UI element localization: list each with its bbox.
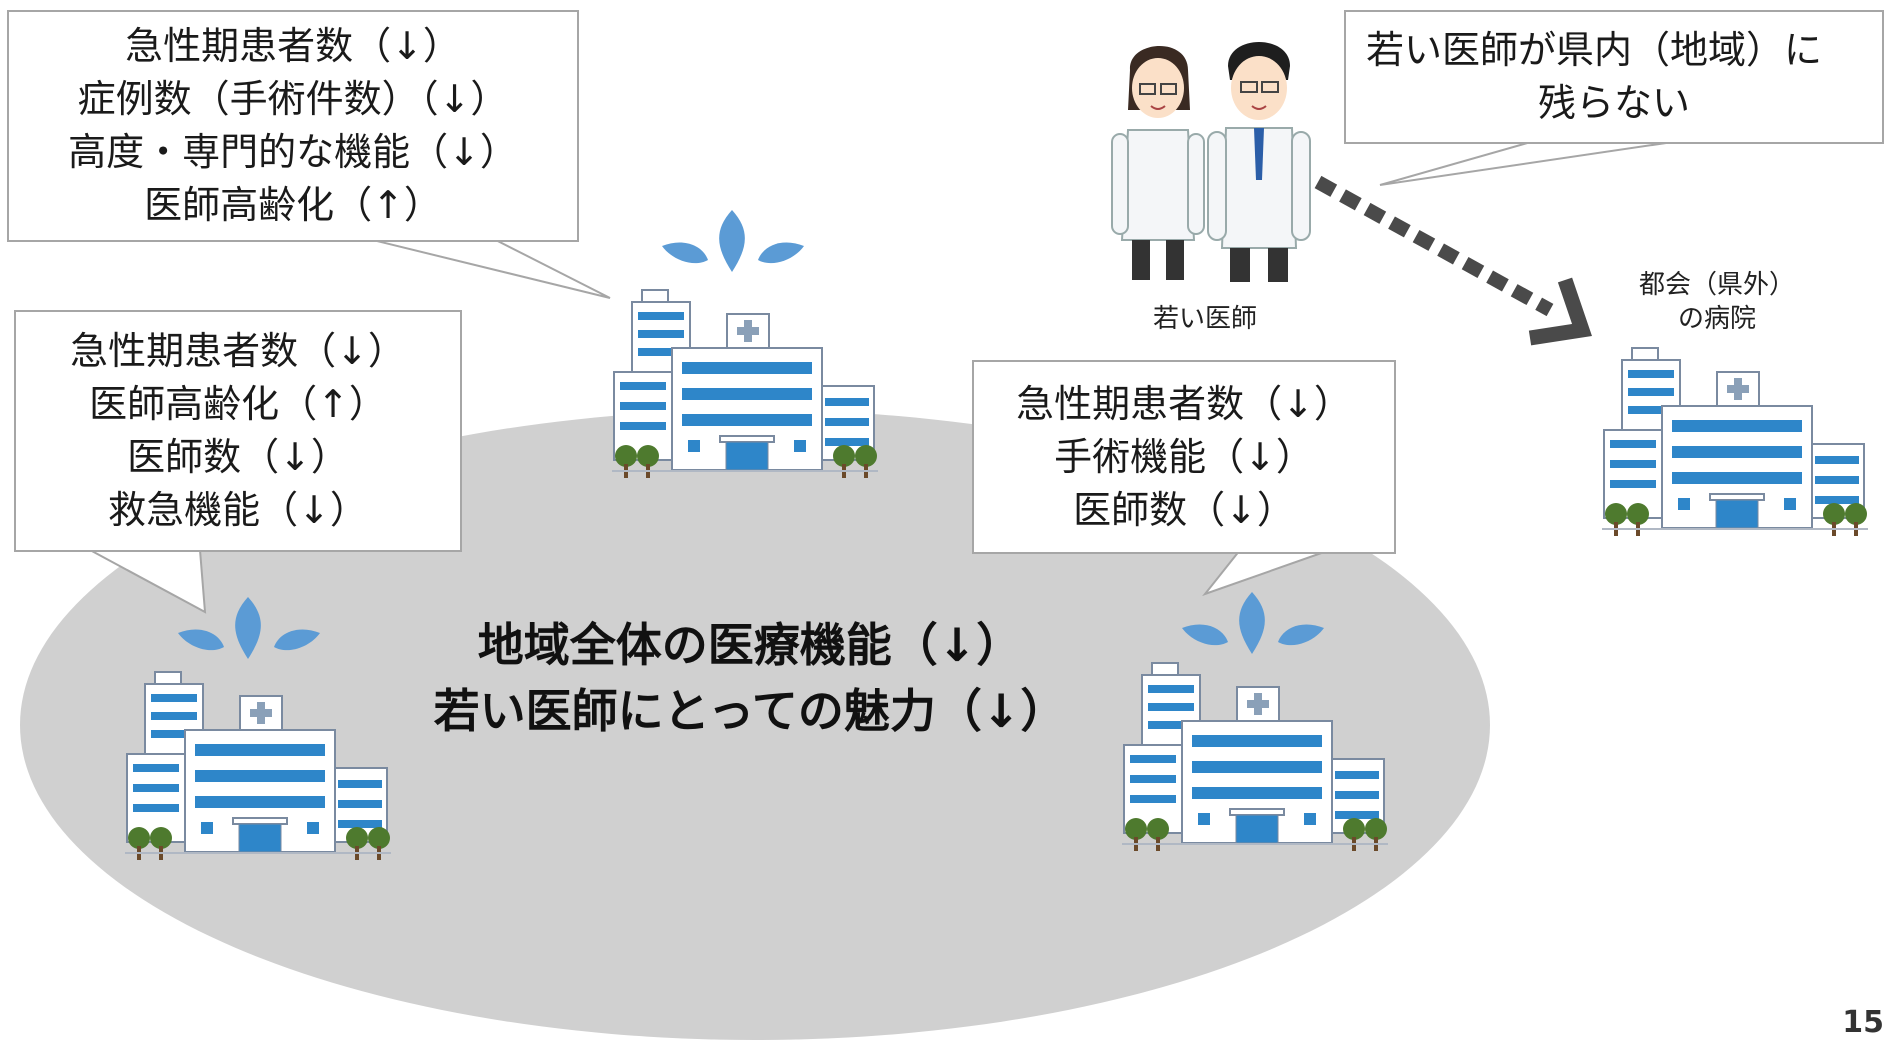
callout-line: 医師高齢化（↑） <box>144 183 442 227</box>
doctors-illustration <box>1111 42 1311 282</box>
region-summary-line: 若い医師にとっての魅力（↓） <box>433 684 1067 738</box>
sweat-drops-icon <box>1182 592 1324 654</box>
hospital-icon <box>611 289 879 479</box>
young-doctors-label: 若い医師 <box>1152 304 1257 334</box>
region-summary: 地域全体の医療機能（↓） 若い医師にとっての魅力（↓） <box>380 612 1120 744</box>
callout-line: 急性期患者数（↓） <box>125 24 461 68</box>
sweat-drops-icon <box>662 210 804 272</box>
callout-top-right: 若い医師が県内（地域）に 残らない <box>1344 10 1884 144</box>
callout-mid-right: 急性期患者数（↓） 手術機能（↓） 医師数（↓） <box>972 360 1396 554</box>
callout-line: 若い医師が県内（地域）に <box>1366 28 1823 72</box>
callout-line: 救急機能（↓） <box>108 488 368 532</box>
callout-line: 医師数（↓） <box>1073 487 1295 532</box>
callout-line: 残らない <box>1538 81 1691 125</box>
dotted-arrow-icon <box>1314 175 1592 346</box>
callout-line: 症例数（手術件数）（↓） <box>77 77 509 121</box>
callout-line: 医師数（↓） <box>127 435 349 479</box>
city-hospital-icon <box>1601 347 1869 537</box>
region-summary-line: 地域全体の医療機能（↓） <box>477 618 1023 672</box>
callout-mid-left: 急性期患者数（↓） 医師高齢化（↑） 医師数（↓） 救急機能（↓） <box>14 310 462 552</box>
callout-top-left: 急性期患者数（↓） 症例数（手術件数）（↓） 高度・専門的な機能（↓） 医師高齢… <box>7 10 579 242</box>
hospital-icon <box>124 671 392 861</box>
page-number: 15 <box>1842 1005 1884 1040</box>
callout-line: 手術機能（↓） <box>1054 434 1314 479</box>
callout-line: 急性期患者数（↓） <box>1016 381 1352 426</box>
city-hospital-label: 都会（県外） の病院 <box>1612 268 1822 336</box>
callout-line: 高度・専門的な機能（↓） <box>68 130 518 174</box>
city-hospital-label-line: の病院 <box>1677 304 1756 334</box>
callout-line: 急性期患者数（↓） <box>70 329 406 373</box>
hospital-icon <box>1121 662 1389 852</box>
callout-line: 医師高齢化（↑） <box>89 382 387 426</box>
city-hospital-label-line: 都会（県外） <box>1638 270 1795 300</box>
sweat-drops-icon <box>178 597 320 659</box>
